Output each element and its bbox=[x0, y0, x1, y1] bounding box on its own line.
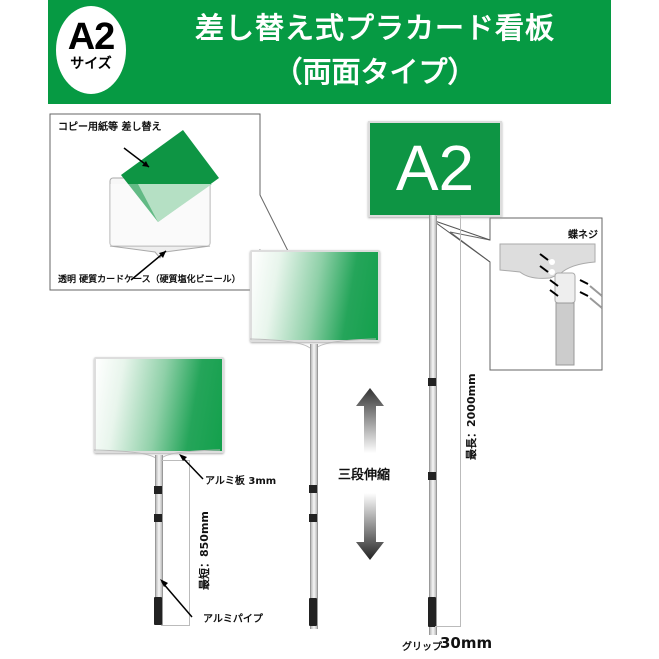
max-length-dimension bbox=[435, 215, 461, 627]
grip-short bbox=[154, 597, 162, 625]
header-banner bbox=[48, 0, 611, 104]
sign-tall-text: A2 bbox=[395, 132, 475, 204]
pole-joint bbox=[154, 514, 162, 522]
sign-middle-bracket bbox=[250, 338, 376, 349]
aluminum-pipe-label: アルミパイプ bbox=[203, 614, 263, 625]
pole-short bbox=[155, 455, 163, 625]
wing-screw-label: 蝶ネジ bbox=[568, 230, 598, 241]
pole-joint bbox=[309, 514, 317, 522]
sign-middle-board bbox=[250, 250, 380, 342]
sign-short-board bbox=[94, 357, 224, 453]
badge-sub: サイズ bbox=[70, 56, 112, 72]
telescopic-arrow-icon bbox=[356, 388, 384, 560]
telescopic-label: 三段伸縮 bbox=[338, 468, 391, 483]
grip-tall bbox=[428, 597, 436, 627]
title-sub: （両面タイプ） bbox=[273, 55, 477, 89]
case-label: 透明 硬質カードケース（硬質塩化ビニール） bbox=[58, 275, 241, 285]
aluminum-plate-label: アルミ板 3mm bbox=[205, 476, 277, 487]
grip-middle bbox=[309, 598, 317, 626]
pole-joint bbox=[428, 378, 436, 386]
title-main: 差し替え式プラカード看板 bbox=[194, 11, 555, 45]
card-case-illustration bbox=[109, 130, 219, 281]
pole-joint bbox=[154, 486, 162, 494]
badge-size: A2 bbox=[67, 16, 116, 58]
grip-size-label: 30mm bbox=[440, 634, 493, 652]
paper-label: コピー用紙等 差し替え bbox=[58, 122, 162, 133]
pole-joint bbox=[309, 485, 317, 493]
grip-label: グリップ bbox=[402, 642, 442, 653]
size-badge: A2 サイズ bbox=[56, 6, 126, 94]
pole-tall bbox=[429, 215, 437, 635]
min-length-dimension bbox=[161, 460, 190, 626]
wing-screw-illustration bbox=[499, 243, 602, 366]
sign-tall-board: A2 bbox=[368, 121, 502, 217]
pole-joint bbox=[428, 472, 436, 480]
